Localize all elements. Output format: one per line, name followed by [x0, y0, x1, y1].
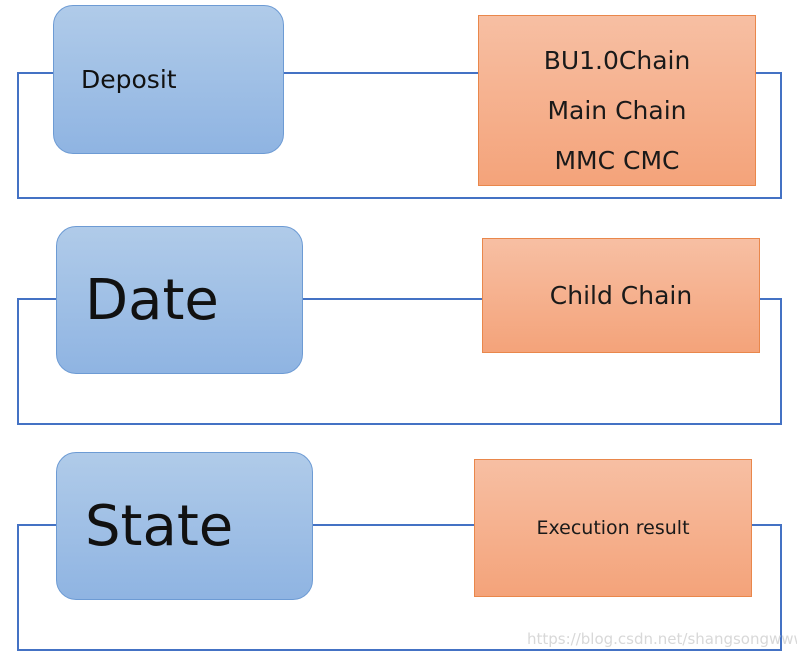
date-node-label: Date	[85, 267, 219, 333]
state-target-node: Execution result	[474, 459, 752, 597]
target-line-child-chain: Child Chain	[549, 281, 693, 310]
date-target-node: Child Chain	[482, 238, 760, 353]
target-line-main-chain: Main Chain	[547, 96, 687, 125]
target-line-mmc-cmc: MMC CMC	[554, 146, 680, 175]
deposit-target-node: BU1.0Chain Main Chain MMC CMC	[478, 15, 756, 186]
watermark-text: https://blog.csdn.net/shangsongwww	[527, 630, 797, 648]
state-node-label: State	[85, 493, 234, 559]
date-node: Date	[56, 226, 303, 374]
deposit-node: Deposit	[53, 5, 284, 154]
row2-connector	[17, 298, 782, 425]
target-line-bu1-chain: BU1.0Chain	[543, 46, 691, 75]
deposit-node-label: Deposit	[81, 65, 177, 94]
state-node: State	[56, 452, 313, 600]
row3-connector	[17, 524, 782, 651]
row1-connector	[17, 72, 782, 199]
target-line-execution-result: Execution result	[536, 517, 690, 539]
